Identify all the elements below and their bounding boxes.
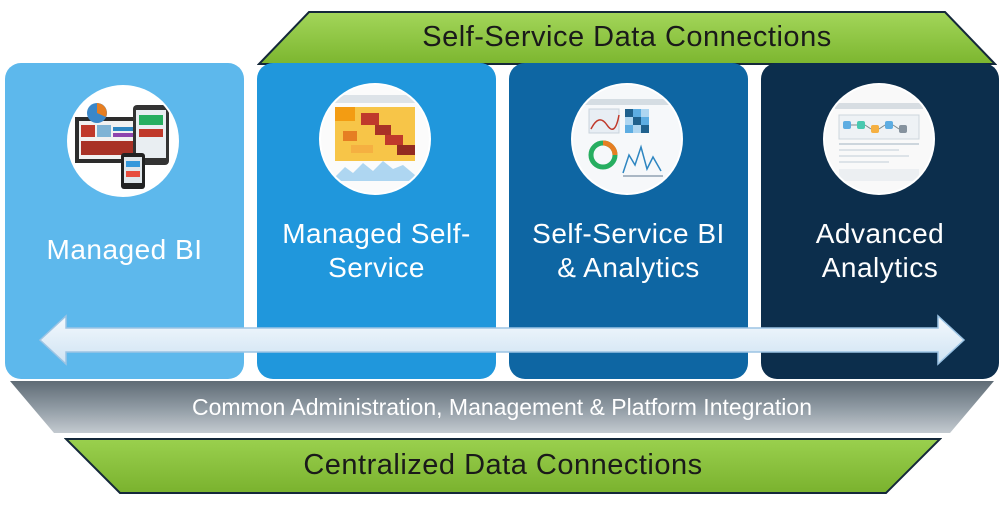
heatmap-report-image [321,85,429,193]
column-label-line: & Analytics [557,252,700,283]
column-label-managed-bi: Managed BI [5,233,244,267]
column-managed-self-service: Managed Self- Service [257,63,496,379]
platform-band-shape [10,381,994,433]
column-managed-bi: Managed BI [5,63,244,379]
column-label-line: Analytics [821,252,939,283]
column-advanced-analytics: Advanced Analytics [761,63,999,379]
bottom-banner-label: Centralized Data Connections [303,449,703,481]
column-label-self-service-bi: Self-Service BI & Analytics [509,217,748,285]
dashboard-devices-image [69,87,177,195]
column-label-advanced-analytics: Advanced Analytics [761,217,999,285]
top-banner: Self-Service Data Connections [257,11,997,65]
platform-band: Common Administration, Management & Plat… [10,381,994,433]
bottom-banner-shape [64,438,942,494]
column-label-line: Service [328,252,425,283]
column-self-service-bi: Self-Service BI & Analytics [509,63,748,379]
analytics-dashboard-image [573,85,681,193]
column-label-managed-self-service: Managed Self- Service [257,217,496,285]
column-label-line: Advanced [815,218,945,249]
double-arrow-icon [38,314,966,366]
platform-band-label: Common Administration, Management & Plat… [191,394,812,420]
top-banner-shape [257,11,997,65]
bottom-banner: Centralized Data Connections [64,438,942,494]
analytics-workflow-image [825,85,933,193]
top-banner-label: Self-Service Data Connections [422,21,832,53]
column-label-line: Managed Self- [282,218,471,249]
column-label-line: Self-Service BI [532,218,725,249]
column-label-line: Managed BI [46,234,203,265]
